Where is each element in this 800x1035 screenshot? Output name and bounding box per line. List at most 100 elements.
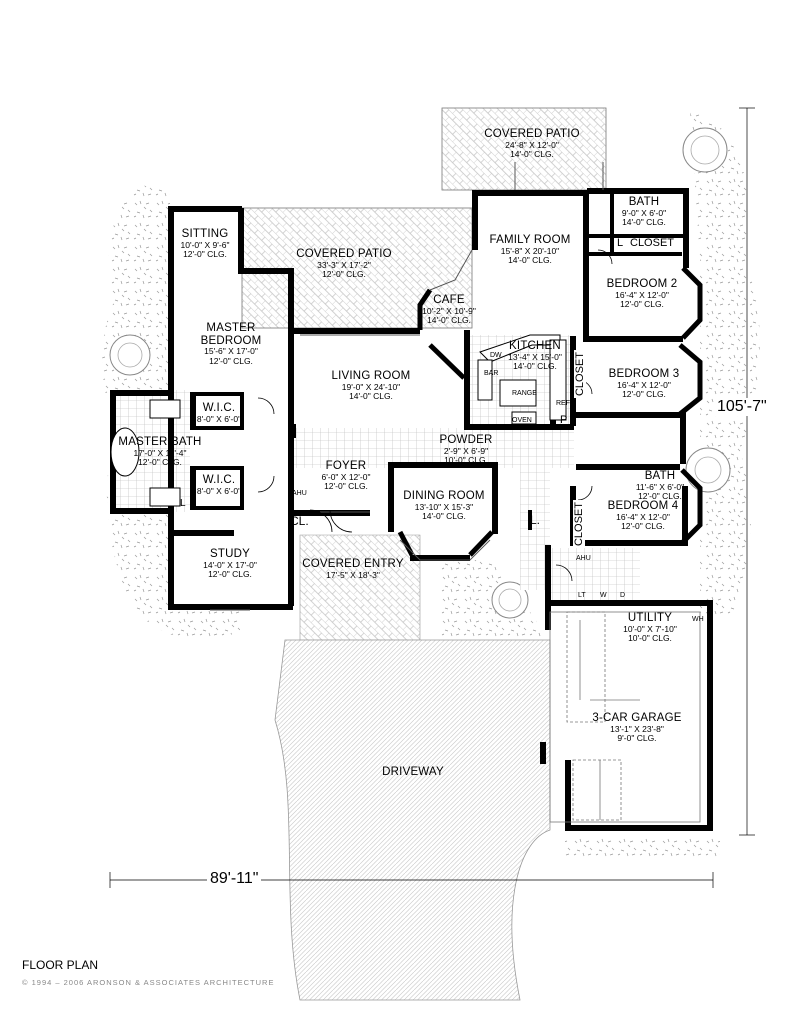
room-size: 24'-8" X 12'-0": [505, 139, 559, 150]
room-size: 6'-0" X 12'-0": [321, 471, 371, 482]
room-label-covered-patio-main: COVERED PATIO 33'-3" X 17'-2" 12'-0" CLG…: [296, 248, 391, 279]
room-size: 10'-0" X 7'-10": [623, 623, 677, 634]
room-label-cafe: CAFE 10'-2" X 10'-9" 14'-0" CLG.: [422, 294, 476, 325]
room-name: DINING ROOM: [403, 490, 485, 502]
window-lines: [210, 162, 604, 611]
room-label-master-bath: MASTER BATH 17'-0" X 11'-4" 12'-0" CLG.: [118, 436, 201, 467]
landscaping: [102, 110, 760, 860]
room-label-family-room: FAMILY ROOM 15'-8" X 20'-10" 14'-0" CLG.: [489, 234, 570, 265]
linen-label-top: L: [617, 237, 624, 249]
room-size: 13'-10" X 15'-3": [414, 501, 474, 512]
room-ceiling: 14'-0" CLG.: [622, 216, 666, 227]
room-name: STUDY: [210, 548, 250, 560]
room-label-powder: POWDER 2'-9" X 6'-9" 10'-0" CLG.: [440, 434, 493, 465]
appliance-ref: REF: [556, 400, 570, 407]
room-size: 15'-6" X 17'-0": [204, 346, 258, 357]
linen-label-mid: L.: [530, 513, 541, 527]
kitchen-counters: [477, 334, 567, 425]
room-label-master-bedroom: MASTER BEDROOM 15'-6" X 17'-0" 12'-0" CL…: [201, 322, 262, 366]
room-size: 14'-0" X 17'-0": [203, 559, 257, 570]
room-ceiling: 14'-0" CLG.: [427, 314, 471, 325]
room-size: 13'-4" X 15'-0": [508, 351, 562, 362]
room-size: 19'-0" X 24'-10": [341, 381, 401, 392]
room-size: 2'-9" X 6'-9": [443, 445, 489, 456]
room-label-foyer: FOYER 6'-0" X 12'-0" 12'-0" CLG.: [322, 460, 371, 491]
room-label-wic-2: W.I.C. 8'-0" X 6'-0": [197, 474, 241, 496]
room-ceiling: 12'-0" CLG.: [620, 298, 664, 309]
room-ceiling: 9'-0" CLG.: [617, 732, 657, 743]
closet-label-kitchen: CLOSET: [574, 350, 586, 399]
room-size: 13'-1" X 23'-8": [610, 723, 664, 734]
equipment-ahu-2: AHU: [576, 555, 591, 562]
room-size: 16'-4" X 12'-0": [617, 379, 671, 390]
door-swings: [257, 249, 613, 582]
room-label-living-room: LIVING ROOM 19'-0" X 24'-10" 14'-0" CLG.: [332, 370, 411, 401]
room-name: LIVING ROOM: [331, 370, 411, 382]
room-name: FAMILY ROOM: [489, 234, 571, 246]
room-name: CAFE: [433, 294, 465, 306]
room-size: 17'-0" X 11'-4": [133, 447, 187, 458]
room-name: DRIVEWAY: [382, 766, 444, 778]
room-name: SITTING: [181, 228, 229, 240]
room-size: 16'-4" X 12'-0": [615, 289, 669, 300]
room-ceiling: 12'-0" CLG.: [638, 490, 682, 501]
appliance-bar: BAR: [484, 370, 499, 377]
room-ceiling: 14'-0" CLG.: [422, 510, 466, 521]
plan-title: FLOOR PLAN: [22, 958, 99, 972]
appliance-washer: W: [600, 592, 607, 599]
copyright-notice: © 1994 – 2006 ARONSON & ASSOCIATES ARCHI…: [22, 978, 275, 987]
room-label-study: STUDY 14'-0" X 17'-0" 12'-0" CLG.: [203, 548, 257, 579]
room-size: 16'-4" X 12'-0": [616, 511, 670, 522]
equipment-ahu-1: AHU: [292, 490, 307, 497]
room-name: MASTER BATH: [118, 436, 202, 448]
room-name: COVERED PATIO: [484, 128, 580, 140]
linen-label-bath: L: [180, 498, 186, 509]
room-name: COVERED PATIO: [296, 248, 392, 260]
room-ceiling: 14'-0" CLG.: [510, 148, 554, 159]
room-name: FOYER: [325, 460, 367, 472]
room-ceiling: 14'-0" CLG.: [513, 360, 557, 371]
room-label-wic-1: W.I.C. 8'-0" X 6'-0": [197, 402, 241, 424]
room-name: BEDROOM 2: [606, 278, 678, 290]
room-size: 10'-2" X 10'-9": [422, 305, 476, 316]
room-name: POWDER: [439, 434, 493, 446]
driveway-floor: [274, 639, 551, 1001]
room-name: BEDROOM 4: [607, 500, 679, 512]
room-ceiling: 12'-0" CLG.: [621, 520, 665, 531]
closet-label-bedroom-4: CLOSET: [573, 500, 585, 549]
room-label-bedroom-2: BEDROOM 2 16'-4" X 12'-0" 12'-0" CLG.: [607, 278, 678, 309]
room-ceiling: 12'-0" CLG.: [324, 480, 368, 491]
room-ceiling: 12'-0" CLG.: [322, 268, 366, 279]
room-size: 10'-0" X 9'-6": [180, 239, 230, 250]
room-label-driveway: DRIVEWAY: [382, 766, 444, 779]
room-name: BATH: [628, 196, 660, 208]
dimension-depth: 105'-7": [714, 398, 770, 416]
closet-label-foyer: CL.: [290, 514, 309, 528]
room-ceiling: 14'-0" CLG.: [508, 254, 552, 265]
room-name: UTILITY: [627, 612, 673, 624]
room-size: 33'-3" X 17'-2": [317, 259, 371, 270]
room-ceiling: 10'-0" CLG.: [444, 454, 488, 465]
room-name: W.I.C.: [202, 402, 236, 414]
room-label-utility: UTILITY 10'-0" X 7'-10" 10'-0" CLG.: [623, 612, 677, 643]
room-name: W.I.C.: [202, 474, 236, 486]
room-ceiling: 12'-0" CLG.: [208, 568, 252, 579]
dimension-width: 89'-11": [207, 870, 262, 888]
room-label-kitchen: KITCHEN 13'-4" X 15'-0" 14'-0" CLG.: [508, 340, 562, 371]
room-label-dining-room: DINING ROOM 13'-10" X 15'-3" 14'-0" CLG.: [403, 490, 484, 521]
room-size: 8'-0" X 6'-0": [196, 413, 242, 424]
room-label-covered-entry: COVERED ENTRY 17'-5" X 18'-3": [302, 558, 403, 580]
covered-entry-floor: [299, 534, 421, 641]
room-label-sitting: SITTING 10'-0" X 9'-6" 12'-0" CLG.: [181, 228, 230, 259]
room-name-line2: BEDROOM: [200, 334, 262, 347]
room-size: 11'-6" X 6'-0": [635, 481, 685, 492]
room-size: 8'-0" X 6'-0": [196, 485, 242, 496]
pantry-label: P: [560, 414, 568, 426]
room-name: BEDROOM 3: [608, 368, 680, 380]
angled-walls: [397, 266, 703, 557]
appliance-oven: OVEN: [512, 417, 532, 424]
room-name: MASTER: [206, 322, 256, 334]
room-label-bedroom-4: BEDROOM 4 16'-4" X 12'-0" 12'-0" CLG.: [608, 500, 679, 531]
appliance-water-heater: WH: [692, 616, 704, 623]
